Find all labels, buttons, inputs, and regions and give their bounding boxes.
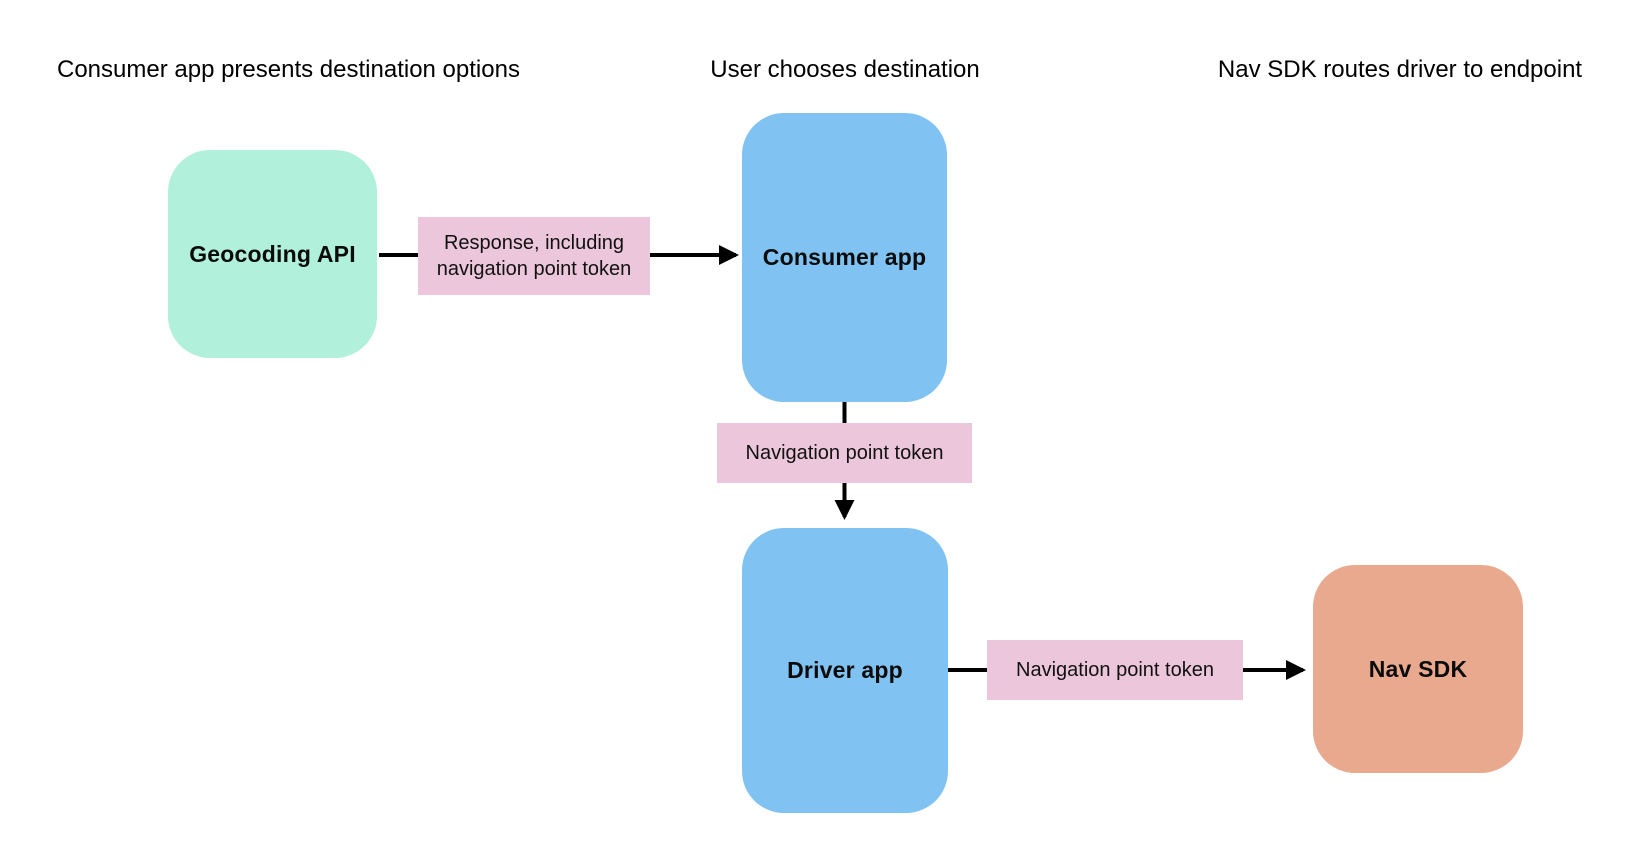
node-nav-sdk-label: Nav SDK	[1368, 655, 1468, 682]
node-driver-app-label: Driver app	[787, 657, 903, 683]
node-consumer-app-label: Consumer app	[762, 244, 927, 270]
edge-label-navigation-point-token-vertical: Navigation point token	[717, 423, 972, 483]
node-nav-sdk: Nav SDK	[1313, 565, 1523, 773]
node-driver-app: Driver app	[742, 528, 948, 813]
column-header-navsdk-routes: Nav SDK routes driver to endpoint	[1217, 56, 1583, 83]
edge-label-response-token: Response, including navigation point tok…	[418, 217, 650, 295]
node-geocoding-api: Geocoding API	[168, 150, 377, 358]
column-header-consumer-presents: Consumer app presents destination option…	[57, 56, 520, 83]
node-consumer-app: Consumer app	[742, 113, 947, 402]
edge-label-navigation-point-token-horizontal: Navigation point token	[987, 640, 1243, 700]
node-geocoding-api-label: Geocoding API	[189, 240, 356, 267]
column-header-user-chooses: User chooses destination	[710, 56, 980, 83]
